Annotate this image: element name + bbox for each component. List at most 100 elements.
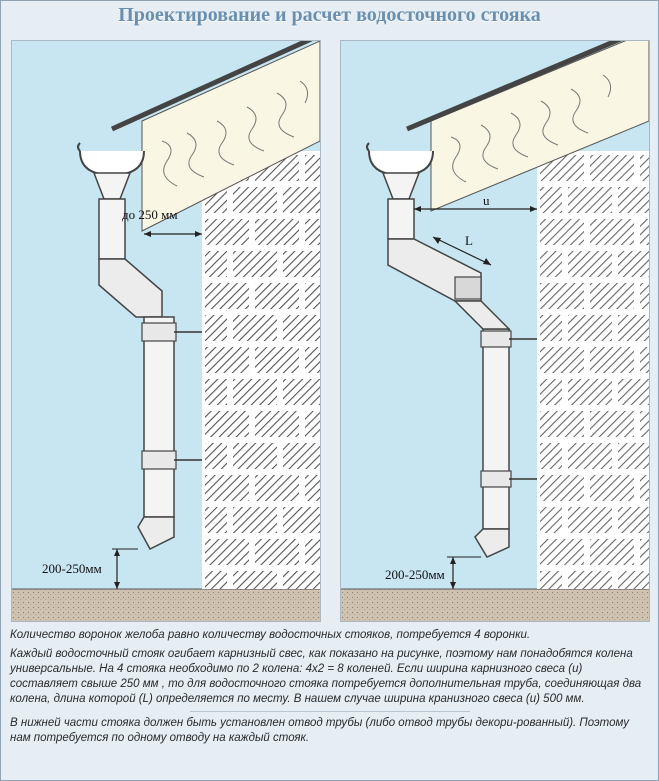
brick — [590, 219, 634, 245]
brick — [233, 251, 277, 277]
brick — [640, 155, 649, 181]
brick — [233, 443, 277, 469]
paragraph-elbows: Каждый водосточный стояк огибает карнизн… — [10, 648, 642, 705]
right-diagram-panel: u L 200-250мм — [340, 40, 650, 622]
brick — [283, 251, 320, 277]
downpipe — [482, 328, 510, 530]
left-diagram-drawing — [12, 41, 320, 621]
brick — [205, 475, 249, 501]
gutter — [79, 150, 145, 177]
brick — [255, 475, 299, 501]
brick — [305, 219, 320, 245]
outlet-elbow — [137, 516, 175, 550]
brick — [590, 155, 634, 181]
brick — [205, 539, 249, 565]
brick — [590, 411, 634, 437]
paragraph-outlet: В нижней части стояка должен быть устано… — [10, 717, 630, 744]
brick — [205, 571, 227, 589]
brick — [568, 315, 612, 341]
brick — [283, 187, 320, 213]
brick — [205, 219, 249, 245]
elbow-lower — [453, 300, 511, 330]
roof-soffit — [430, 41, 649, 212]
brick — [640, 539, 649, 565]
brick — [540, 187, 562, 213]
brick — [590, 283, 634, 309]
brick — [640, 475, 649, 501]
brick — [283, 443, 320, 469]
paragraph-funnels: Количество воронок желоба равно количест… — [10, 629, 531, 641]
brick — [540, 411, 584, 437]
brick — [283, 507, 320, 533]
brick — [540, 475, 584, 501]
brick — [618, 507, 649, 533]
brick — [640, 283, 649, 309]
brick — [205, 379, 227, 405]
brick — [233, 187, 277, 213]
brick — [590, 475, 634, 501]
bottom-clearance-label: 200-250мм — [42, 561, 102, 576]
ground — [12, 589, 320, 621]
brick-wall — [202, 151, 320, 589]
brick — [305, 411, 320, 437]
brick — [205, 315, 227, 341]
brick — [233, 315, 277, 341]
brick — [640, 219, 649, 245]
brick — [618, 315, 649, 341]
gutter — [368, 150, 434, 177]
brick — [255, 219, 299, 245]
ground — [341, 589, 649, 621]
brick — [255, 347, 299, 373]
brick — [540, 251, 562, 277]
roof-edge — [110, 41, 313, 132]
brick — [618, 443, 649, 469]
brick — [568, 187, 612, 213]
brick — [255, 411, 299, 437]
caption-text: Количество воронок желоба равно количест… — [10, 628, 646, 750]
brick — [540, 539, 584, 565]
divider — [190, 711, 470, 712]
outlet-elbow — [474, 528, 510, 558]
brick — [568, 251, 612, 277]
brick — [540, 507, 562, 533]
roof-soffit — [141, 41, 320, 232]
brick — [568, 571, 612, 589]
brick — [568, 379, 612, 405]
brick — [205, 507, 227, 533]
brick — [618, 379, 649, 405]
brick — [618, 187, 649, 213]
elbow-upper — [98, 258, 163, 318]
brick — [540, 283, 584, 309]
brick — [283, 315, 320, 341]
brick — [540, 571, 562, 589]
overhang-u-label: u — [483, 193, 490, 208]
brick — [540, 443, 562, 469]
brick — [205, 283, 249, 309]
brick — [568, 507, 612, 533]
brick-wall — [537, 151, 649, 589]
gutter-funnel — [92, 172, 132, 200]
brick — [205, 347, 249, 373]
right-diagram-drawing — [341, 41, 649, 621]
roof-edge — [406, 41, 623, 132]
pipe-upper — [387, 198, 415, 240]
brick — [255, 539, 299, 565]
brick — [305, 283, 320, 309]
brick — [568, 443, 612, 469]
brick — [618, 251, 649, 277]
brick — [540, 347, 584, 373]
brick — [640, 347, 649, 373]
brick — [618, 571, 649, 589]
brick — [255, 283, 299, 309]
brick — [233, 507, 277, 533]
left-diagram-panel: до 250 мм 200-250мм — [11, 40, 321, 622]
brick — [640, 411, 649, 437]
brick — [283, 379, 320, 405]
brick — [590, 539, 634, 565]
brick — [233, 571, 277, 589]
pipe-length-l-label: L — [465, 233, 473, 248]
brick — [205, 411, 249, 437]
brick — [305, 347, 320, 373]
brick — [540, 219, 584, 245]
brick — [305, 539, 320, 565]
